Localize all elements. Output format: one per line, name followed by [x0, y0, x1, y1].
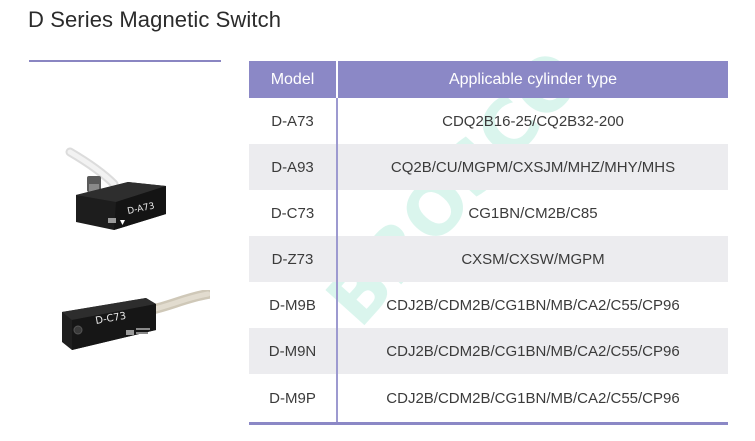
title-underline — [29, 60, 221, 62]
model-cell: D-A73 — [249, 98, 338, 144]
model-cell: D-A93 — [249, 144, 338, 190]
page-title: D Series Magnetic Switch — [28, 7, 282, 32]
table-row: D-A73 CDQ2B16-25/CQ2B32-200 — [249, 98, 728, 144]
specification-table: Model Applicable cylinder type D-A73 CDQ… — [249, 61, 728, 425]
cylinder-cell: CG1BN/CM2B/C85 — [468, 204, 598, 222]
table-row: D-C73 CG1BN/CM2B/C85 — [249, 190, 728, 236]
table-header-row: Model Applicable cylinder type — [249, 61, 728, 98]
table-row: D-M9P CDJ2B/CDM2B/CG1BN/MB/CA2/C55/CP96 — [249, 374, 728, 425]
d-a73-switch-image: D-A73 — [65, 147, 166, 230]
table-row: D-M9B CDJ2B/CDM2B/CG1BN/MB/CA2/C55/CP96 — [249, 282, 728, 328]
cylinder-cell: CDJ2B/CDM2B/CG1BN/MB/CA2/C55/CP96 — [337, 374, 728, 425]
model-cell: D-M9P — [249, 374, 338, 425]
table-row: D-Z73 CXSM/CXSW/MGPM — [249, 236, 728, 282]
cylinder-cell: CXSM/CXSW/MGPM — [337, 236, 728, 282]
cylinder-cell: CDQ2B16-25/CQ2B32-200 — [442, 112, 624, 130]
column-header-cylinder: Applicable cylinder type — [337, 61, 728, 98]
cylinder-cell: CQ2B/CU/MGPM/CXSJM/MHZ/MHY/MHS — [337, 144, 728, 190]
column-header-model: Model — [249, 61, 338, 98]
model-cell: D-M9B — [249, 282, 338, 328]
table-row: D-A93 CQ2B/CU/MGPM/CXSJM/MHZ/MHY/MHS — [249, 144, 728, 190]
model-cell: D-C73 — [249, 190, 338, 236]
cylinder-cell: CDJ2B/CDM2B/CG1BN/MB/CA2/C55/CP96 — [337, 328, 728, 374]
model-cell: D-Z73 — [249, 236, 338, 282]
cylinder-cell: CDJ2B/CDM2B/CG1BN/MB/CA2/C55/CP96 — [386, 296, 680, 314]
model-cell: D-M9N — [249, 328, 338, 374]
d-c73-switch-image: D-C73 — [62, 290, 210, 350]
product-2-label: D-C73 — [95, 311, 127, 327]
table-row: D-M9N CDJ2B/CDM2B/CG1BN/MB/CA2/C55/CP96 — [249, 328, 728, 374]
